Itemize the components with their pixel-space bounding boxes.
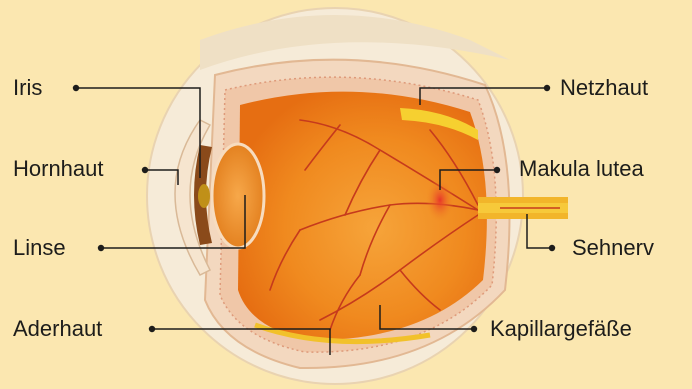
label-linse: Linse: [13, 237, 66, 259]
label-sehnerv: Sehnerv: [572, 237, 654, 259]
label-netzhaut: Netzhaut: [560, 77, 648, 99]
label-iris: Iris: [13, 77, 42, 99]
label-aderhaut: Aderhaut: [13, 318, 102, 340]
label-makula-lutea: Makula lutea: [519, 158, 644, 180]
label-hornhaut: Hornhaut: [13, 158, 104, 180]
leader-sehnerv: [527, 214, 552, 248]
lens-shape: [212, 144, 264, 248]
label-kapillargefaesse: Kapillargefäße: [490, 318, 632, 340]
optic-nerve: [478, 197, 568, 219]
